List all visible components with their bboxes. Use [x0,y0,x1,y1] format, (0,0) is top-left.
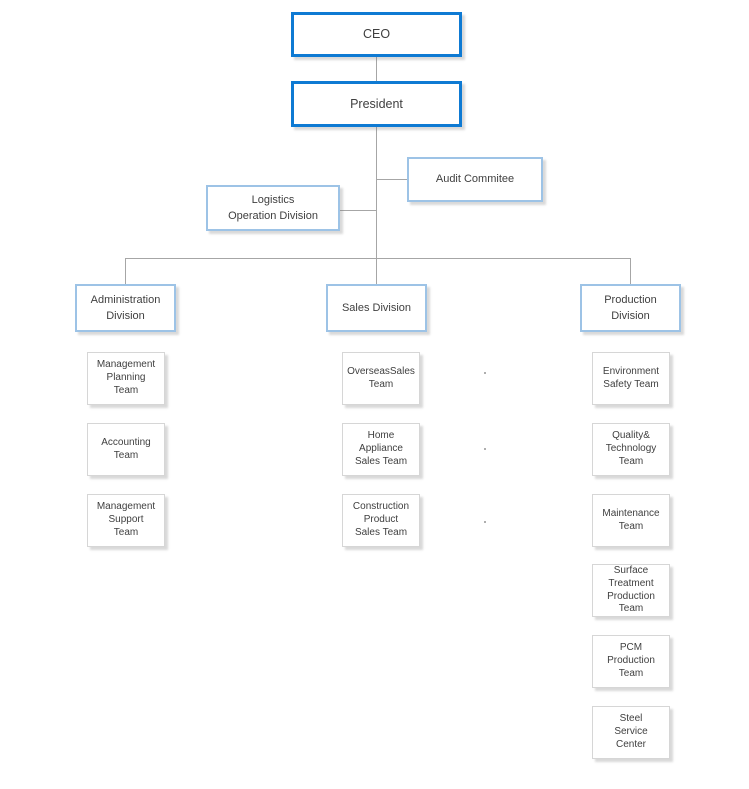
node-division-sales-label: Sales Division [341,301,412,314]
connector-logistics-division [340,210,376,211]
connector-drop-administration [125,258,126,284]
team-label: Construction Product Sales Team [352,501,410,538]
team-label: Home Appliance Sales Team [354,430,408,467]
connector-divisions-branch [125,258,630,259]
node-president-label: President [350,96,403,111]
node-team-surface-treatment-production[interactable]: Surface Treatment Production Team [592,564,670,617]
node-team-management-support[interactable]: Management Support Team [87,494,165,547]
node-team-pcm-production[interactable]: PCM Production Team [592,635,670,688]
connector-drop-production [630,258,631,284]
connector-audit-commitee [377,179,407,180]
node-division-sales[interactable]: Sales Division [326,284,427,332]
node-team-construction-product-sales[interactable]: Construction Product Sales Team [342,494,420,547]
team-label: Surface Treatment Production Team [607,565,655,615]
stray-handle-dot [484,372,486,374]
node-ceo[interactable]: CEO [291,12,462,57]
node-team-management-planning[interactable]: Management Planning Team [87,352,165,405]
node-division-administration-label: Administration Division [90,293,161,323]
connector-ceo-president [376,57,377,81]
node-team-maintenance[interactable]: Maintenance Team [592,494,670,547]
team-label: Environment Safety Team [602,365,660,390]
stray-handle-dot [484,448,486,450]
team-label: Steel Service Center [614,713,648,750]
node-division-production[interactable]: Production Division [580,284,681,332]
stray-handle-dot [484,521,486,523]
node-president[interactable]: President [291,81,462,127]
team-label: PCM Production Team [607,642,655,679]
node-division-production-label: Production Division [604,293,657,323]
team-label: Management Support Team [96,501,156,538]
node-division-administration[interactable]: Administration Division [75,284,176,332]
node-team-environment-safety[interactable]: Environment Safety Team [592,352,670,405]
node-logistics-label: Logistics Operation Division [228,193,318,223]
node-team-steel-service-center[interactable]: Steel Service Center [592,706,670,759]
node-audit-commitee[interactable]: Audit Commitee [407,157,543,202]
node-team-home-appliance-sales[interactable]: Home Appliance Sales Team [342,423,420,476]
node-team-quality-technology[interactable]: Quality& Technology Team [592,423,670,476]
team-label: Maintenance Team [602,507,660,532]
node-ceo-label: CEO [362,27,391,41]
connector-president-branch [376,127,377,284]
team-label: Quality& Technology Team [605,430,657,467]
team-label: Management Planning Team [96,359,156,396]
team-label: OverseasSales Team [347,365,415,390]
node-team-overseas-sales[interactable]: OverseasSales Team [342,352,420,405]
node-logistics-operation-division[interactable]: Logistics Operation Division [206,185,340,231]
node-team-accounting[interactable]: Accounting Team [87,423,165,476]
node-audit-commitee-label: Audit Commitee [435,173,515,186]
team-label: Accounting Team [101,436,151,461]
